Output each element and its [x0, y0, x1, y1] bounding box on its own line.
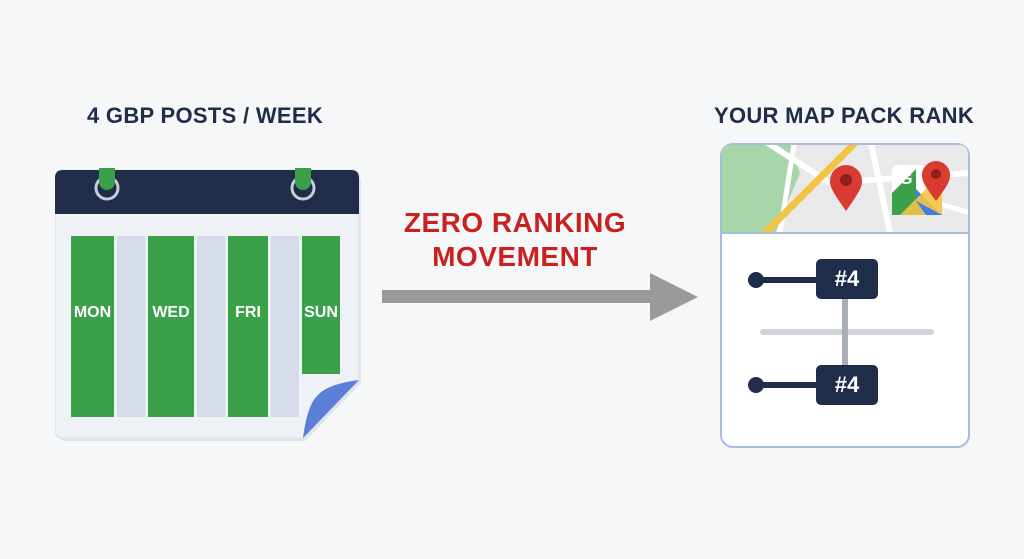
calendar-ring-left — [94, 168, 120, 201]
day-label-mon: MON — [73, 304, 112, 321]
day-column-sun — [302, 236, 340, 374]
day-column-gap — [117, 236, 145, 417]
page-curl — [303, 380, 359, 438]
day-label-wed: WED — [152, 304, 190, 321]
map-pack-card: G #4 #4 — [720, 143, 970, 448]
calendar-ring-right — [290, 168, 316, 201]
rank-badge-bottom: #4 — [834, 372, 860, 397]
movement-line-2: MOVEMENT — [432, 241, 598, 272]
arrow-right-icon — [382, 273, 698, 321]
movement-line-1: ZERO RANKING — [403, 207, 627, 238]
google-maps-icon — [892, 161, 950, 215]
calendar-icon: MON WED FRI SUN — [55, 168, 362, 442]
right-heading: YOUR MAP PACK RANK — [713, 103, 975, 128]
rank-badge-top-bg — [816, 259, 878, 299]
google-maps-letter: G — [899, 169, 913, 188]
day-label-fri: FRI — [235, 304, 261, 321]
day-column-gap — [271, 236, 299, 417]
day-column-fri — [228, 236, 268, 417]
day-column-wed — [148, 236, 194, 417]
rank-badge-top: #4 — [834, 266, 860, 291]
left-heading: 4 GBP POSTS / WEEK — [86, 103, 324, 128]
day-column-gap — [197, 236, 225, 417]
day-column-mon — [71, 236, 114, 417]
map-pin-icon — [830, 165, 862, 211]
rank-badge-bottom-bg — [816, 365, 878, 405]
zero-ranking-movement-text: ZERO RANKING MOVEMENT — [385, 206, 645, 274]
day-label-sun: SUN — [304, 304, 338, 321]
